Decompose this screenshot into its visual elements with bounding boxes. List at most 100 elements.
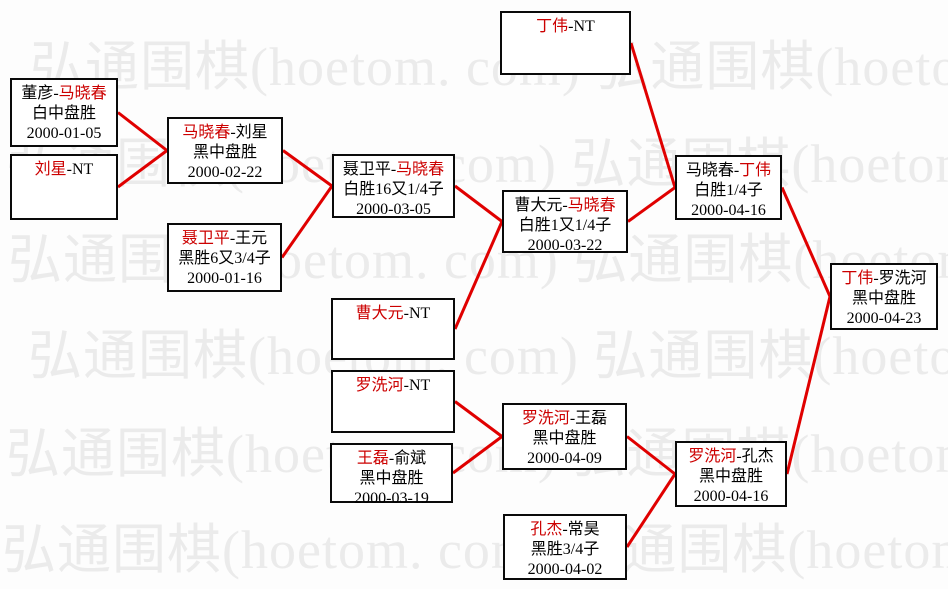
match-result: 白胜1/4子 xyxy=(694,182,763,199)
connector-line xyxy=(454,184,503,223)
connector-line xyxy=(117,149,168,189)
match-box-liu-nt: 刘星-NT xyxy=(10,154,118,220)
pairing-separator: - xyxy=(229,230,236,247)
player1-name: 王磊 xyxy=(356,450,389,467)
pairing-separator: - xyxy=(562,197,568,214)
match-result: 白中盘胜 xyxy=(31,105,96,122)
match-box-ma-liu: 马晓春-刘星黑中盘胜 2000-02-22 xyxy=(167,117,283,184)
match-result: 黑中盘胜 xyxy=(532,430,597,447)
player2-name: 马晓春 xyxy=(396,161,445,178)
match-box-luo-kong: 罗洗河-孔杰黑中盘胜 2000-04-16 xyxy=(675,441,787,507)
match-pairing: 刘星-NT xyxy=(35,161,94,178)
match-date: 2000-04-16 xyxy=(693,488,769,505)
player1-name: 刘星 xyxy=(34,161,67,178)
player2-name: 俞斌 xyxy=(394,450,427,467)
match-result: 白胜1又1/4子 xyxy=(518,217,612,234)
match-date: 2000-04-16 xyxy=(691,202,766,219)
match-result: 黑中盘胜 xyxy=(698,468,763,485)
pairing-separator: - xyxy=(569,410,576,427)
player1-name: 聂卫平 xyxy=(342,161,391,178)
pairing-separator: - xyxy=(230,124,236,141)
player2-name: NT xyxy=(409,377,431,394)
match-result: 黑胜3/4子 xyxy=(530,541,600,558)
connector-line xyxy=(454,400,503,438)
pairing-separator: - xyxy=(733,162,740,179)
pairing-separator: - xyxy=(562,521,568,538)
player1-name: 罗洗河 xyxy=(688,448,737,465)
player1-name: 马晓春 xyxy=(182,124,231,141)
connector-line xyxy=(625,473,677,548)
connector-line xyxy=(627,186,676,223)
match-result: 黑胜6又3/4子 xyxy=(178,250,271,267)
match-pairing: 曹大元-马晓春 xyxy=(514,197,615,214)
connector-line xyxy=(282,149,333,188)
player1-name: 罗洗河 xyxy=(355,377,404,394)
player1-name: 曹大元 xyxy=(355,305,404,322)
match-result: 白胜16又1/4子 xyxy=(343,181,444,198)
match-box-wang-yu: 王磊-俞斌黑中盘胜 2000-03-19 xyxy=(330,443,453,507)
match-date: 2000-03-22 xyxy=(527,237,603,254)
match-pairing: 马晓春-丁伟 xyxy=(686,162,771,179)
pairing-separator: - xyxy=(403,305,409,322)
match-pairing: 聂卫平-王元 xyxy=(182,230,267,247)
match-pairing: 丁伟-罗洗河 xyxy=(841,270,926,287)
pairing-separator: - xyxy=(736,448,742,465)
connector-line xyxy=(626,435,676,476)
connector-line xyxy=(629,42,677,188)
match-result: 黑中盘胜 xyxy=(359,470,424,487)
connector-line xyxy=(117,111,168,152)
pairing-separator: - xyxy=(53,85,59,102)
player2-name: 常昊 xyxy=(567,521,600,538)
pairing-separator: - xyxy=(873,270,879,287)
player2-name: 孔杰 xyxy=(741,448,774,465)
pairing-separator: - xyxy=(390,161,397,178)
player1-name: 罗洗河 xyxy=(521,410,570,427)
player2-name: 马晓春 xyxy=(58,85,107,102)
connector-line xyxy=(780,186,832,298)
connector-line xyxy=(280,185,334,259)
match-pairing: 董彦-马晓春 xyxy=(21,85,106,102)
player2-name: NT xyxy=(72,161,94,178)
match-date: 2000-03-05 xyxy=(356,201,431,218)
connector-line xyxy=(785,296,832,475)
player2-name: 马晓春 xyxy=(567,197,616,214)
match-pairing: 聂卫平-马晓春 xyxy=(343,161,444,178)
player2-name: 王磊 xyxy=(575,410,608,427)
match-date: 2000-01-05 xyxy=(26,125,102,142)
match-result: 黑中盘胜 xyxy=(192,144,257,161)
player1-name: 孔杰 xyxy=(530,521,563,538)
player1-name: 董彦 xyxy=(21,85,54,102)
match-date: 2000-03-19 xyxy=(354,490,429,507)
player1-name: 马晓春 xyxy=(685,162,734,179)
player2-name: 刘星 xyxy=(235,124,268,141)
match-date: 2000-04-09 xyxy=(527,450,602,467)
match-pairing: 丁伟-NT xyxy=(536,18,595,35)
connector-line xyxy=(452,435,503,475)
match-pairing: 王磊-俞斌 xyxy=(357,450,426,467)
match-box-cao-nt: 曹大元-NT xyxy=(331,298,455,360)
player2-name: 罗洗河 xyxy=(878,270,927,287)
match-pairing: 罗洗河-NT xyxy=(356,377,431,394)
match-date: 2000-04-02 xyxy=(527,561,603,578)
player1-name: 聂卫平 xyxy=(181,230,230,247)
match-box-ding-nt: 丁伟-NT xyxy=(500,11,631,75)
pairing-separator: - xyxy=(403,377,409,394)
player1-name: 丁伟 xyxy=(841,270,874,287)
match-pairing: 罗洗河-王磊 xyxy=(522,410,607,427)
match-box-kong-chang: 孔杰-常昊黑胜3/4子 2000-04-02 xyxy=(503,514,627,580)
pairing-separator: - xyxy=(66,161,72,178)
match-date: 2000-02-22 xyxy=(187,164,263,181)
player2-name: 丁伟 xyxy=(739,162,772,179)
connector-line xyxy=(453,220,504,330)
player1-name: 曹大元 xyxy=(514,197,563,214)
pairing-separator: - xyxy=(388,450,395,467)
